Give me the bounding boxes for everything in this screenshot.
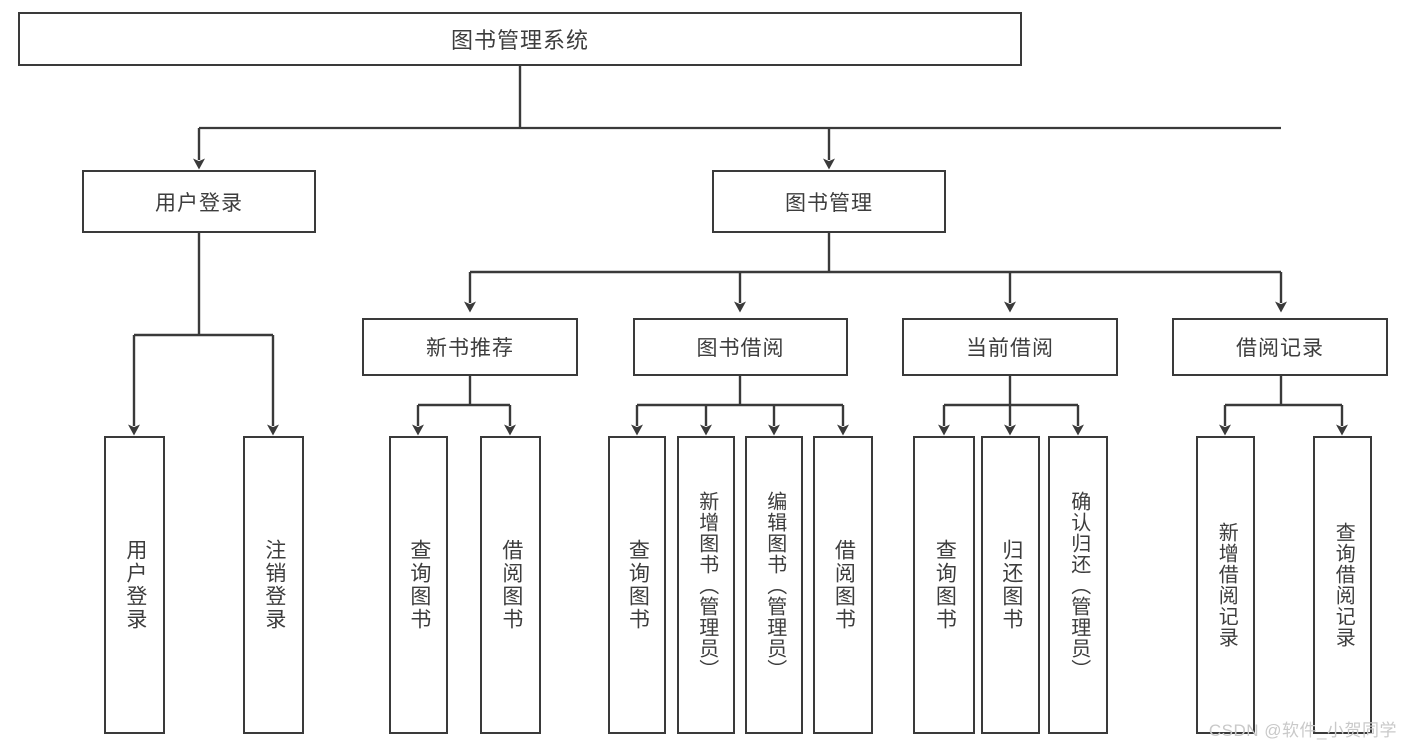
node-book-management[interactable]: 图书管理 <box>712 170 946 233</box>
leaf-current-query-book[interactable]: 查询图书 <box>913 436 975 734</box>
leaf-current-return-book[interactable]: 归还图书 <box>981 436 1040 734</box>
node-current-borrow[interactable]: 当前借阅 <box>902 318 1118 376</box>
node-book-borrow[interactable]: 图书借阅 <box>633 318 848 376</box>
leaf-borrow-add-book-admin[interactable]: 新增图书（管理员） <box>677 436 735 734</box>
leaf-record-query-borrow-record[interactable]: 查询借阅记录 <box>1313 436 1372 734</box>
leaf-recommend-query-book[interactable]: 查询图书 <box>389 436 448 734</box>
leaf-user-login[interactable]: 用户登录 <box>104 436 165 734</box>
node-user-login[interactable]: 用户登录 <box>82 170 316 233</box>
leaf-current-confirm-return-admin[interactable]: 确认归还（管理员） <box>1048 436 1108 734</box>
leaf-borrow-edit-book-admin[interactable]: 编辑图书（管理员） <box>745 436 803 734</box>
csdn-watermark: CSDN @软件_小贺同学 <box>1208 721 1397 740</box>
node-root-system[interactable]: 图书管理系统 <box>18 12 1022 66</box>
leaf-user-logout[interactable]: 注销登录 <box>243 436 304 734</box>
node-new-book-recommend[interactable]: 新书推荐 <box>362 318 578 376</box>
leaf-borrow-query-book[interactable]: 查询图书 <box>608 436 666 734</box>
leaf-recommend-borrow-book[interactable]: 借阅图书 <box>480 436 541 734</box>
node-borrow-record[interactable]: 借阅记录 <box>1172 318 1388 376</box>
leaf-borrow-borrow-book[interactable]: 借阅图书 <box>813 436 873 734</box>
leaf-record-add-borrow-record[interactable]: 新增借阅记录 <box>1196 436 1255 734</box>
